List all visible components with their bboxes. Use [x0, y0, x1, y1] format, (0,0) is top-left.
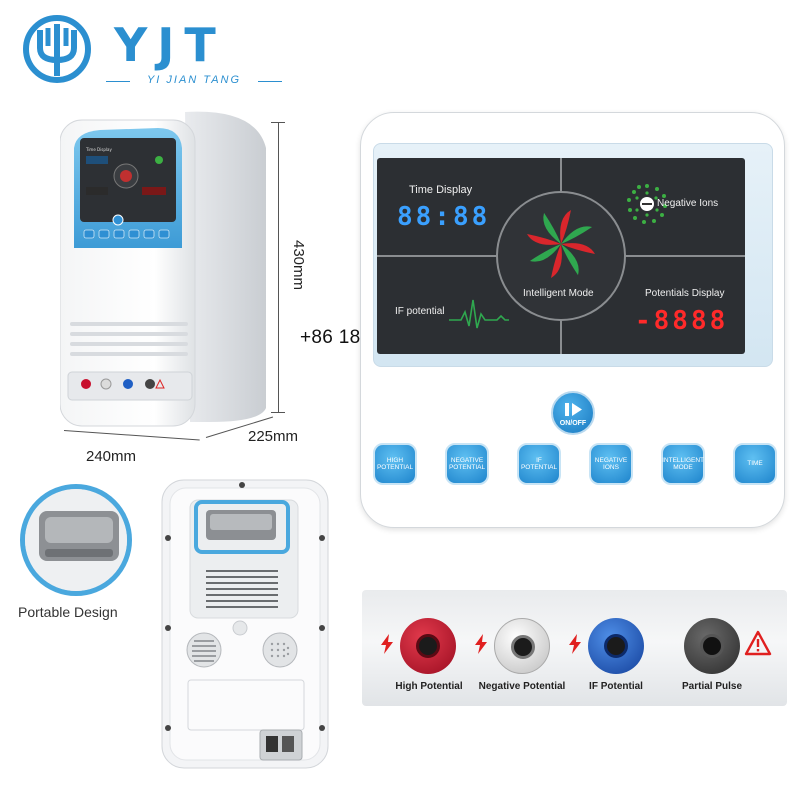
high-potential-port[interactable] — [400, 618, 456, 674]
partial-pulse-label: Partial Pulse — [681, 681, 743, 692]
port-hole-icon — [604, 634, 628, 658]
negative-ions-button[interactable]: NEGATIVE IONS — [589, 443, 633, 485]
if-potential-port[interactable] — [588, 618, 644, 674]
partial-pulse-port[interactable] — [684, 618, 740, 674]
brand-tagline: YI JIAN TANG — [106, 74, 282, 86]
power-button[interactable]: ON/OFF — [551, 391, 595, 435]
pinwheel-icon — [527, 210, 595, 278]
negative-ions-label: Negative Ions — [657, 198, 719, 209]
high-potential-warning-icon — [381, 634, 393, 654]
port-hole-icon — [416, 634, 440, 658]
time-display-label: Time Display — [409, 184, 473, 196]
brand-name: YJT — [114, 18, 226, 72]
port-hole-icon — [700, 634, 724, 658]
depth-dimension-label: 225mm — [248, 428, 299, 445]
high-potential-button[interactable]: HIGH POTENTIAL — [373, 443, 417, 485]
if-potential-warning-icon — [569, 634, 581, 654]
svg-text:Time Display: Time Display — [85, 147, 112, 152]
height-dimension-tick-bottom — [271, 412, 285, 413]
power-label: ON/OFF — [559, 420, 587, 427]
width-dimension-line — [63, 430, 200, 441]
brand-logo: YJT YI JIAN TANG — [22, 14, 282, 94]
height-dimension-line — [278, 122, 279, 412]
portable-design-label: Portable Design — [18, 604, 118, 620]
intelligent-mode-button[interactable]: INTELLIGENT MODE — [661, 443, 705, 485]
if-potential-button[interactable]: IF POTENTIAL — [517, 443, 561, 485]
lcd-screen: Time Display 88:88 Negative Ions — [377, 158, 745, 354]
potentials-display-label: Potentials Display — [645, 288, 725, 299]
caution-triangle-icon — [744, 630, 772, 656]
port-hole-icon — [511, 635, 535, 659]
handle-zoom-circle — [20, 484, 132, 596]
control-panel-closeup: Time Display 88:88 Negative Ions — [360, 112, 785, 528]
pulse-wave-icon — [449, 299, 509, 329]
negative-potential-button[interactable]: NEGATIVE POTENTIAL — [445, 443, 489, 485]
power-icon — [565, 403, 582, 416]
device-front-image: Time Display — [60, 111, 266, 427]
height-dimension-label: 430mm — [290, 240, 307, 291]
time-button[interactable]: TIME — [733, 443, 777, 485]
intelligent-mode-label: Intelligent Mode — [523, 288, 594, 299]
height-dimension-tick-top — [271, 122, 285, 123]
negative-potential-label: Negative Potential — [478, 681, 566, 692]
logo-mark-icon — [23, 15, 91, 83]
width-dimension-label: 240mm — [86, 448, 137, 465]
if-potential-label: IF Potential — [589, 681, 643, 692]
time-digits: 88:88 — [397, 202, 491, 232]
panel-button-row: HIGH POTENTIAL NEGATIVE POTENTIAL IF POT… — [373, 443, 778, 489]
ports-closeup: High Potential Negative Potential IF Pot… — [362, 590, 787, 706]
negative-potential-warning-icon — [475, 634, 487, 654]
device-back-image — [161, 479, 329, 769]
negative-potential-port[interactable] — [494, 618, 550, 674]
if-potential-label: IF potential — [395, 306, 445, 317]
handle-closeup-image — [25, 489, 127, 591]
negative-ions-icon — [627, 184, 667, 224]
potential-digits: -8888 — [635, 306, 729, 336]
high-potential-label: High Potential — [395, 681, 463, 692]
